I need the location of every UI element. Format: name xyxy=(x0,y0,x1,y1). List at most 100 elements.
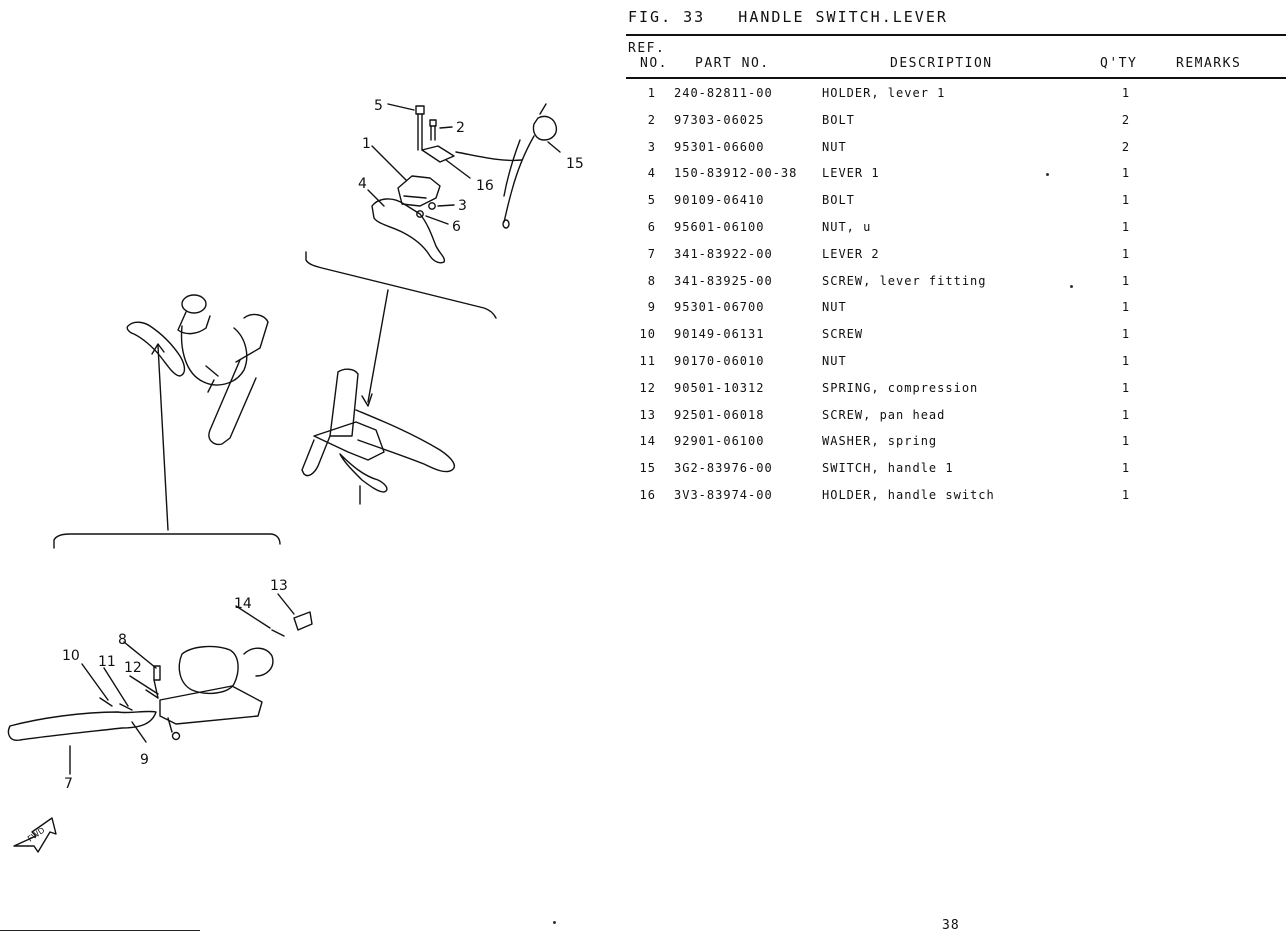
callout-15: 15 xyxy=(566,156,584,172)
description: LEVER 2 xyxy=(822,246,880,261)
callout-2: 2 xyxy=(456,120,465,136)
description: SCREW xyxy=(822,327,864,342)
callout-4: 4 xyxy=(358,176,367,192)
table-row: 3 95301-06600 NUT 2 xyxy=(626,134,1286,161)
qty: 1 xyxy=(1121,380,1131,395)
ref-no: 11 xyxy=(639,353,656,368)
header-qty: Q'TY xyxy=(1100,56,1138,71)
part-no: 90109-06410 xyxy=(674,193,765,208)
description: BOLT xyxy=(822,193,855,208)
description: SWITCH, handle 1 xyxy=(822,461,954,476)
callout-1: 1 xyxy=(362,136,371,152)
header-description: DESCRIPTION xyxy=(890,56,993,71)
scan-speck xyxy=(1070,285,1073,288)
part-no: 92901-06100 xyxy=(674,434,765,449)
part-no: 150-83912-00-38 xyxy=(674,166,798,181)
qty: 1 xyxy=(1121,166,1131,181)
callout-13: 13 xyxy=(270,578,288,594)
fwd-arrow-icon xyxy=(13,817,57,853)
left-assembly xyxy=(53,294,281,549)
callout-leaders xyxy=(69,103,561,775)
title-rule xyxy=(626,34,1286,36)
ref-no: 7 xyxy=(647,246,656,261)
scan-speck xyxy=(1046,173,1049,176)
part-no: 97303-06025 xyxy=(674,112,765,127)
ref-no: 12 xyxy=(639,380,656,395)
header-part-no: PART NO. xyxy=(695,56,770,71)
exploded-parts-diagram: 5 2 1 15 4 16 3 6 13 14 8 10 11 12 9 7 F… xyxy=(7,98,584,853)
description: NUT xyxy=(822,139,847,154)
table-row: 13 92501-06018 SCREW, pan head 1 xyxy=(626,402,1286,429)
fwd-label: FWD xyxy=(26,826,46,844)
header-remarks: REMARKS xyxy=(1176,56,1242,71)
callout-9: 9 xyxy=(140,752,149,768)
description: NUT xyxy=(822,300,847,315)
ref-no: 2 xyxy=(647,112,656,127)
header-ref-line1: REF. xyxy=(628,41,666,56)
ref-no: 3 xyxy=(647,139,656,154)
ref-no: 5 xyxy=(647,193,656,208)
upper-assembly xyxy=(305,103,558,407)
header-rule xyxy=(626,77,1286,79)
callout-10: 10 xyxy=(62,648,80,664)
figure-title: FIG. 33 HANDLE SWITCH.LEVER xyxy=(628,8,948,26)
table-row: 4 150-83912-00-38 LEVER 1 1 xyxy=(626,160,1286,187)
callout-14: 14 xyxy=(234,596,252,612)
description: NUT xyxy=(822,353,847,368)
ref-no: 13 xyxy=(639,407,656,422)
part-no: 95301-06600 xyxy=(674,139,765,154)
header-ref-line2: NO. xyxy=(640,56,668,71)
description: HOLDER, lever 1 xyxy=(822,86,946,100)
table-row: 7 341-83922-00 LEVER 2 1 xyxy=(626,241,1286,268)
ref-no: 8 xyxy=(647,273,656,288)
page-number: 38 xyxy=(942,918,960,933)
description: SCREW, pan head xyxy=(822,407,946,422)
qty: 1 xyxy=(1121,407,1131,422)
scan-speck xyxy=(553,921,556,924)
ref-no: 4 xyxy=(647,166,656,181)
qty: 1 xyxy=(1121,273,1131,288)
qty: 2 xyxy=(1121,139,1131,154)
callout-5: 5 xyxy=(374,98,383,114)
qty: 1 xyxy=(1121,219,1131,234)
qty: 2 xyxy=(1121,112,1131,127)
ref-no: 14 xyxy=(639,434,656,449)
qty: 1 xyxy=(1121,434,1131,449)
part-no: 90170-06010 xyxy=(674,353,765,368)
lower-assembly xyxy=(7,611,313,741)
ref-no: 1 xyxy=(647,86,656,100)
qty: 1 xyxy=(1121,246,1131,261)
callout-16: 16 xyxy=(476,178,494,194)
part-no: 90149-06131 xyxy=(674,327,765,342)
part-no: 95601-06100 xyxy=(674,219,765,234)
description: LEVER 1 xyxy=(822,166,880,181)
bottom-rule xyxy=(0,930,200,931)
qty: 1 xyxy=(1121,86,1131,100)
table-row: 15 3G2-83976-00 SWITCH, handle 1 1 xyxy=(626,455,1286,482)
description: SCREW, lever fitting xyxy=(822,273,987,288)
part-no: 90501-10312 xyxy=(674,380,765,395)
description: SPRING, compression xyxy=(822,380,979,395)
callout-12: 12 xyxy=(124,660,142,676)
callout-7: 7 xyxy=(64,776,73,792)
table-row: 12 90501-10312 SPRING, compression 1 xyxy=(626,375,1286,402)
ref-no: 6 xyxy=(647,219,656,234)
ref-no: 9 xyxy=(647,300,656,315)
part-no: 341-83922-00 xyxy=(674,246,773,261)
part-no: 92501-06018 xyxy=(674,407,765,422)
ref-no: 15 xyxy=(639,461,656,476)
part-no: 3G2-83976-00 xyxy=(674,461,773,476)
qty: 1 xyxy=(1121,461,1131,476)
qty: 1 xyxy=(1121,327,1131,342)
part-no: 3V3-83974-00 xyxy=(674,487,773,502)
description: WASHER, spring xyxy=(822,434,938,449)
